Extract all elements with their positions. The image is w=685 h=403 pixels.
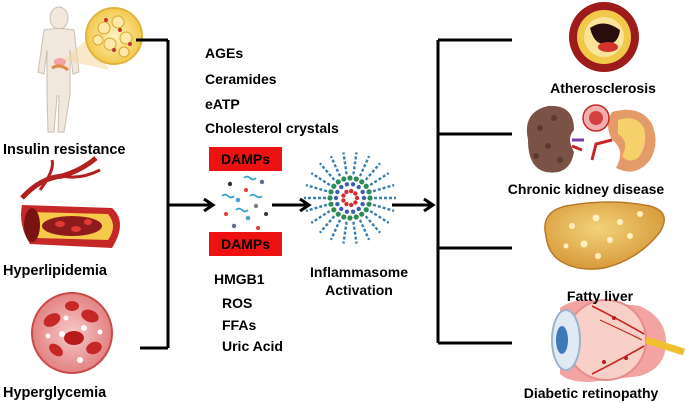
atherosclerosis-illustration <box>569 2 639 72</box>
damp-molecule-ages: AGEs <box>205 45 244 61</box>
insulin-resistance-illustration <box>37 6 143 133</box>
hyperglycemia-label: Hyperglycemia <box>3 385 107 401</box>
arrow-to-damps <box>174 197 216 213</box>
damps-box-top: DAMPs <box>209 147 282 171</box>
hyperlipidemia-label: Hyperlipidemia <box>3 263 107 279</box>
inflammasome-label-line1: Inflammasome <box>309 264 409 280</box>
fatty-liver-illustration <box>544 201 665 270</box>
damp-molecule-ceramides: Ceramides <box>205 71 277 87</box>
left-bracket <box>136 38 200 350</box>
hyperlipidemia-illustration <box>20 156 120 248</box>
kidney-illustration <box>526 104 656 173</box>
damp-molecule-ros: ROS <box>222 295 253 311</box>
retinopathy-label: Diabetic retinopathy <box>523 385 659 401</box>
damps-particles <box>221 175 268 230</box>
inflammasome-icon <box>304 152 396 244</box>
atherosclerosis-label: Atherosclerosis <box>550 80 656 96</box>
insulin-resistance-label: Insulin resistance <box>3 142 126 158</box>
hyperglycemia-illustration <box>31 292 113 374</box>
damp-molecule-cholesterol: Cholesterol crystals <box>205 120 339 136</box>
inflammasome-label-line2: Activation <box>325 282 393 298</box>
right-bracket <box>436 38 512 345</box>
damp-molecule-eatp: eATP <box>205 96 240 112</box>
fatty-liver-label: Fatty liver <box>566 288 634 304</box>
damp-molecule-hmgb1: HMGB1 <box>214 271 265 287</box>
retinopathy-illustration <box>551 299 685 382</box>
damp-molecule-uric-acid: Uric Acid <box>222 338 283 354</box>
arrow-to-inflammasome <box>272 197 312 213</box>
damps-box-bottom: DAMPs <box>209 232 282 256</box>
ckd-label: Chronic kidney disease <box>507 181 665 197</box>
arrow-to-outcomes <box>392 197 436 213</box>
damp-molecule-ffas: FFAs <box>222 317 257 333</box>
